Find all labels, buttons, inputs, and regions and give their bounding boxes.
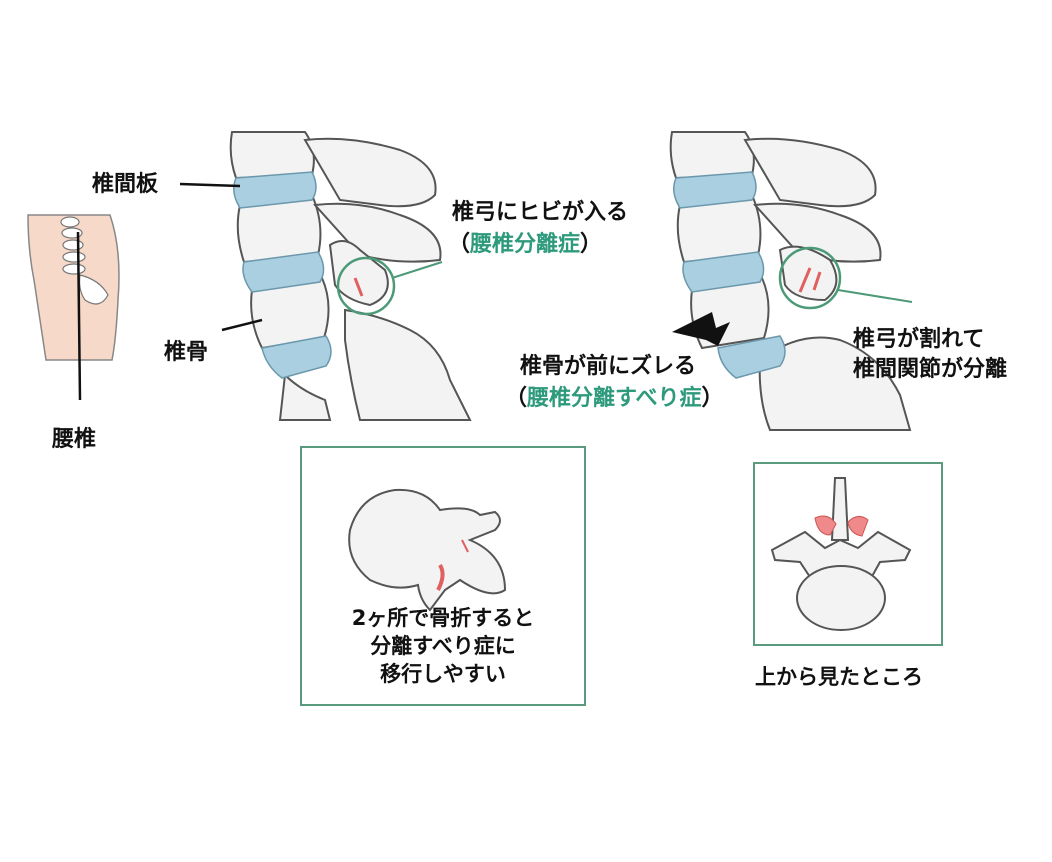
top-view-box [753,462,943,646]
label-top-view: 上から見たところ [755,665,923,689]
fracture-caption: 2ヶ所で骨折すると 分離すべり症に 移行しやすい [351,606,535,686]
label-slip-line1: 椎骨が前にズレる [520,354,697,379]
single-vertebra-illustration [348,488,507,612]
label-slip-line2: （腰椎分離すべり症） [505,386,724,411]
label-disc: 椎間板 [92,172,159,197]
body-silhouette [27,214,120,401]
label-crack-line1: 椎弓にヒビが入る [452,200,629,225]
label-lumbar: 腰椎 [52,427,97,452]
label-spondylolysis: 腰椎分離症 [470,232,581,257]
label-split-line1: 椎弓が割れて [853,327,985,352]
label-split-line2: 椎間関節が分離 [853,357,1008,382]
label-spondylolisthesis: 腰椎分離すべり症 [527,386,702,411]
fracture-box: 2ヶ所で骨折すると 分離すべり症に 移行しやすい [300,446,586,706]
spine-side-view-slipped [669,131,913,431]
spine-side-view-normal [229,131,472,421]
label-crack-line2: （腰椎分離症） [448,232,603,257]
top-view-illustration [770,477,912,631]
label-vertebra: 椎骨 [164,340,209,365]
